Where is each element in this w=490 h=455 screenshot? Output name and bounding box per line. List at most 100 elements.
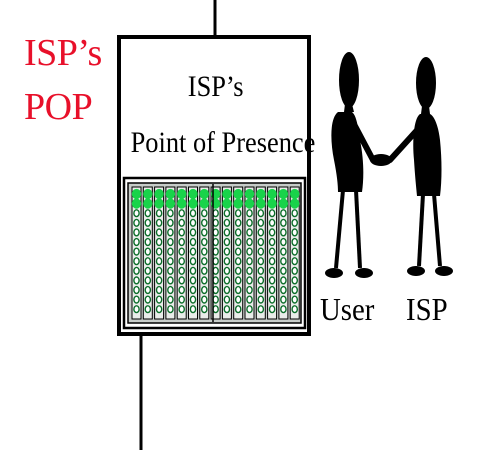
led-lit bbox=[278, 188, 289, 200]
led-unlit bbox=[291, 305, 299, 314]
led-unlit bbox=[268, 218, 276, 227]
led-unlit bbox=[291, 247, 299, 256]
led-unlit bbox=[189, 237, 197, 247]
handshake bbox=[370, 154, 392, 166]
led-unlit bbox=[178, 237, 185, 247]
led-unlit bbox=[200, 276, 208, 285]
rack-slots bbox=[131, 184, 300, 322]
led-unlit bbox=[280, 209, 287, 218]
led-unlit bbox=[223, 276, 231, 285]
led-lit bbox=[290, 188, 300, 200]
user-figure bbox=[325, 52, 376, 278]
led-unlit bbox=[167, 276, 174, 285]
user-foot-right bbox=[355, 268, 373, 278]
led-unlit bbox=[268, 285, 276, 295]
led-unlit bbox=[167, 295, 174, 304]
led-unlit bbox=[155, 209, 163, 218]
led-unlit bbox=[144, 295, 152, 304]
led-lit bbox=[131, 198, 142, 209]
led-unlit bbox=[167, 228, 174, 237]
led-unlit bbox=[167, 209, 174, 218]
led-unlit bbox=[155, 276, 163, 285]
side-title-line2: POP bbox=[24, 86, 93, 128]
led-unlit bbox=[268, 276, 276, 285]
isp-foot-left bbox=[407, 266, 425, 276]
led-unlit bbox=[155, 237, 163, 247]
led-unlit bbox=[167, 305, 174, 314]
led-unlit bbox=[155, 305, 163, 314]
led-unlit bbox=[189, 276, 197, 285]
led-lit bbox=[267, 188, 277, 200]
led-unlit bbox=[234, 209, 242, 218]
led-lit bbox=[143, 198, 153, 209]
led-unlit bbox=[280, 228, 287, 237]
isp-leg-right bbox=[432, 193, 442, 267]
led-unlit bbox=[144, 305, 152, 314]
led-lit bbox=[176, 188, 187, 200]
equipment-rack bbox=[122, 176, 307, 330]
user-foot-left bbox=[325, 268, 343, 278]
led-unlit bbox=[280, 237, 287, 247]
user-neck bbox=[344, 104, 354, 112]
led-unlit bbox=[167, 266, 174, 275]
led-unlit bbox=[291, 228, 299, 237]
led-unlit bbox=[144, 257, 152, 266]
led-unlit bbox=[223, 305, 231, 314]
led-unlit bbox=[223, 247, 231, 256]
led-unlit bbox=[212, 257, 219, 266]
led-unlit bbox=[280, 285, 287, 295]
led-unlit bbox=[280, 247, 287, 256]
led-unlit bbox=[200, 295, 208, 304]
led-unlit bbox=[155, 228, 163, 237]
led-unlit bbox=[223, 209, 231, 218]
led-unlit bbox=[257, 228, 265, 237]
led-unlit bbox=[178, 276, 185, 285]
led-unlit bbox=[144, 276, 152, 285]
led-lit bbox=[143, 188, 153, 200]
led-unlit bbox=[291, 237, 299, 247]
led-unlit bbox=[178, 218, 185, 227]
led-unlit bbox=[223, 295, 231, 304]
led-unlit bbox=[280, 276, 287, 285]
led-unlit bbox=[246, 305, 253, 314]
led-unlit bbox=[223, 257, 231, 266]
led-unlit bbox=[212, 266, 219, 275]
led-unlit bbox=[133, 237, 140, 247]
isp-foot-right bbox=[435, 266, 453, 276]
led-unlit bbox=[291, 276, 299, 285]
user-label: User bbox=[320, 291, 375, 327]
led-unlit bbox=[200, 285, 208, 295]
led-unlit bbox=[268, 295, 276, 304]
led-unlit bbox=[246, 257, 253, 266]
led-unlit bbox=[280, 295, 287, 304]
led-unlit bbox=[155, 295, 163, 304]
led-lit bbox=[165, 188, 176, 200]
led-unlit bbox=[257, 257, 265, 266]
led-lit bbox=[131, 188, 142, 200]
led-unlit bbox=[223, 218, 231, 227]
led-unlit bbox=[189, 257, 197, 266]
led-unlit bbox=[280, 305, 287, 314]
led-unlit bbox=[268, 305, 276, 314]
led-unlit bbox=[268, 209, 276, 218]
led-unlit bbox=[234, 266, 242, 275]
isp-label: ISP bbox=[406, 291, 448, 327]
led-lit bbox=[244, 188, 255, 200]
led-unlit bbox=[178, 295, 185, 304]
led-unlit bbox=[133, 285, 140, 295]
led-unlit bbox=[167, 237, 174, 247]
led-unlit bbox=[200, 218, 208, 227]
led-unlit bbox=[212, 228, 219, 237]
led-unlit bbox=[212, 247, 219, 256]
led-unlit bbox=[167, 257, 174, 266]
led-unlit bbox=[257, 266, 265, 275]
led-unlit bbox=[280, 266, 287, 275]
led-unlit bbox=[212, 218, 219, 227]
led-unlit bbox=[246, 266, 253, 275]
led-unlit bbox=[246, 237, 253, 247]
led-unlit bbox=[257, 276, 265, 285]
led-unlit bbox=[268, 237, 276, 247]
led-unlit bbox=[212, 305, 219, 314]
led-unlit bbox=[155, 257, 163, 266]
